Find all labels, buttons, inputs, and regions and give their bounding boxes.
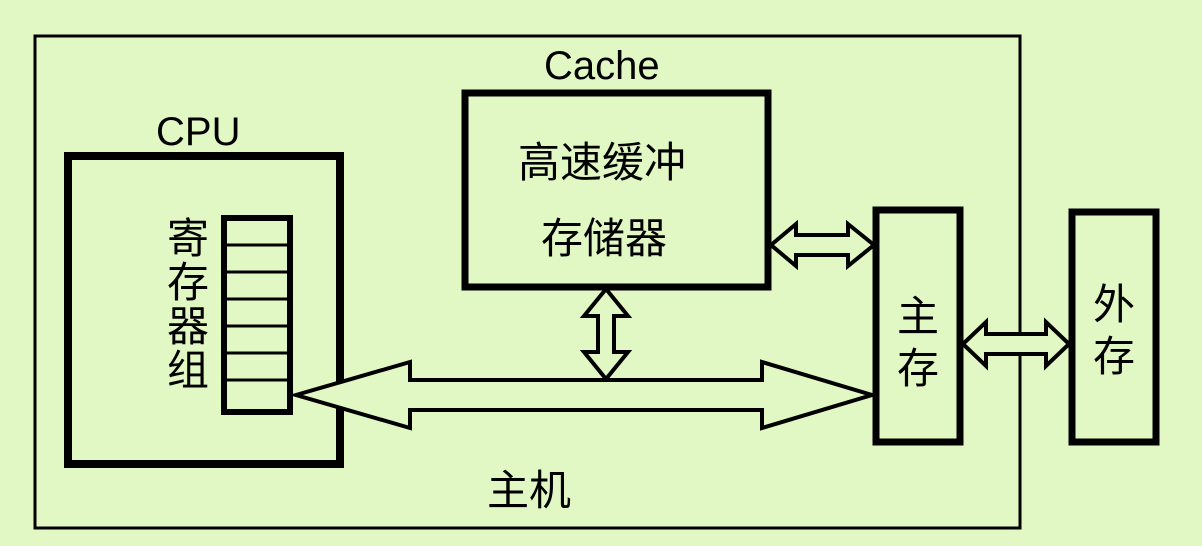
main-memory-box xyxy=(872,206,964,446)
memory-storage-arrow xyxy=(960,317,1072,371)
main-memory-char: 存 xyxy=(897,344,940,393)
cache-label-line1: 高速缓冲 xyxy=(518,138,687,187)
register-group-char: 寄 xyxy=(167,214,210,263)
cache-bus-arrow xyxy=(579,285,633,383)
register-group-char: 器 xyxy=(167,302,210,351)
cache-box xyxy=(461,89,772,291)
main-memory-label: 主 存 xyxy=(897,296,939,390)
cache-label-line2: 存储器 xyxy=(541,214,668,263)
external-storage-char: 存 xyxy=(1093,332,1136,381)
host-label: 主机 xyxy=(487,466,572,515)
register-group-label: 寄 存 器 组 xyxy=(167,218,209,392)
host-box xyxy=(33,34,1022,530)
cache-memory-arrow xyxy=(767,219,878,271)
register-group-char: 组 xyxy=(167,346,210,395)
register-stack xyxy=(221,215,293,415)
cpu-title: CPU xyxy=(156,110,241,154)
external-storage-label: 外 存 xyxy=(1093,284,1135,378)
external-storage-box xyxy=(1068,208,1160,446)
system-bus-arrow xyxy=(288,359,879,431)
external-storage-char: 外 xyxy=(1093,280,1136,329)
main-memory-char: 主 xyxy=(897,292,940,341)
cache-title: Cache xyxy=(544,44,660,88)
register-group-char: 存 xyxy=(167,258,210,307)
cpu-box xyxy=(64,152,344,468)
